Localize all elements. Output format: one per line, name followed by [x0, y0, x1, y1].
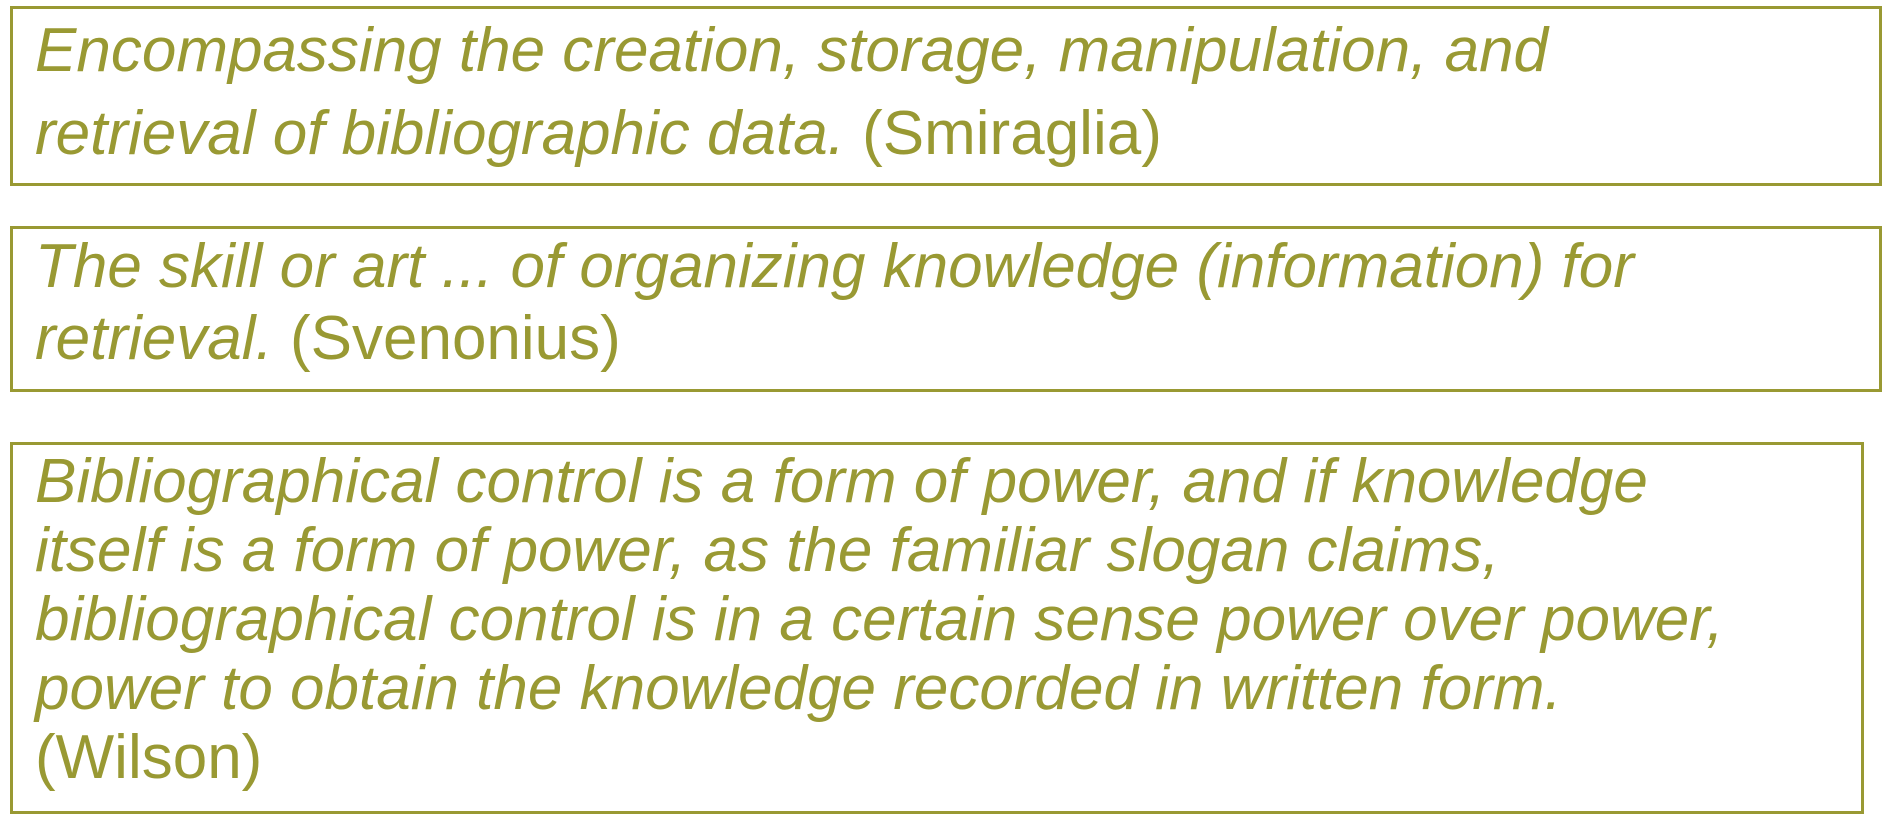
quote-text: bibliographical control is in a certain …	[35, 585, 1724, 654]
quote-line: power to obtain the knowledge recorded i…	[35, 654, 1861, 723]
quote-text: retrieval.	[35, 304, 273, 373]
quote-text: Encompassing the creation, storage, mani…	[35, 16, 1549, 85]
quote-line: retrieval. (Svenonius)	[35, 303, 1879, 375]
quote-line: retrieval of bibliographic data. (Smirag…	[35, 92, 1879, 175]
quote-line: bibliographical control is in a certain …	[35, 585, 1861, 654]
quote-source: (Wilson)	[35, 723, 263, 792]
quote-text: The skill or art ... of organizing knowl…	[35, 232, 1634, 301]
quote-text: retrieval of bibliographic data.	[35, 99, 845, 168]
quote-source: (Svenonius)	[289, 304, 621, 373]
quote-line: itself is a form of power, as the famili…	[35, 516, 1861, 585]
quote-box-wilson: Bibliographical control is a form of pow…	[10, 442, 1864, 814]
quote-text: power to obtain the knowledge recorded i…	[35, 654, 1562, 723]
quote-line: Encompassing the creation, storage, mani…	[35, 9, 1879, 92]
quote-line: The skill or art ... of organizing knowl…	[35, 231, 1879, 303]
quote-line: (Wilson)	[35, 723, 1861, 792]
quote-line: Bibliographical control is a form of pow…	[35, 447, 1861, 516]
quote-text: itself is a form of power, as the famili…	[35, 516, 1500, 585]
quote-source: (Smiraglia)	[862, 99, 1162, 168]
quote-text: Bibliographical control is a form of pow…	[35, 447, 1648, 516]
quote-box-svenonius: The skill or art ... of organizing knowl…	[10, 226, 1882, 392]
quote-box-smiraglia: Encompassing the creation, storage, mani…	[10, 6, 1882, 186]
